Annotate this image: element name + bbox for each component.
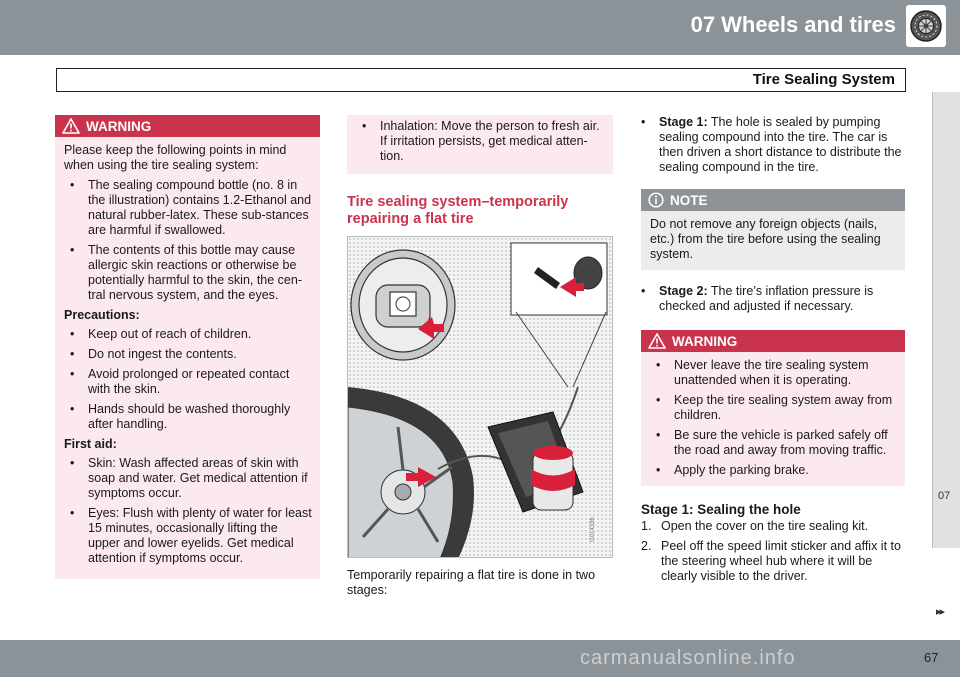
first-aid-label: First aid:: [64, 437, 117, 451]
warning-label-2: WARNING: [672, 333, 738, 349]
next-page-arrows-icon: ▸▸: [936, 606, 945, 618]
list-item: 1. Open the cover on the tire sealing kit…: [641, 519, 905, 534]
tire-repair-drawing: G014336: [348, 242, 608, 557]
step-number: 1.: [641, 519, 652, 533]
warning-intro: Please keep the following points in mind…: [64, 143, 287, 172]
tire-repair-illustration: G014336: [347, 236, 613, 558]
arrow-icon: [560, 277, 584, 297]
info-circle-icon: [648, 192, 664, 208]
note-text: Do not remove any foreign objects (nails…: [650, 217, 881, 261]
warning-triangle-icon: [648, 333, 666, 349]
figure-code: G014336: [590, 517, 596, 542]
middle-column: Inhalation: Move the person to fresh air…: [347, 115, 613, 598]
side-tab-chapter-number: 07: [938, 490, 951, 502]
step-text: Peel off the speed limit sticker and aff…: [661, 539, 901, 583]
arrow-icon: [418, 317, 444, 339]
left-column: WARNING Please keep the following points…: [55, 115, 320, 579]
inhalation-list: Inhalation: Move the person to fresh air…: [356, 119, 605, 164]
stage-1-label: Stage 1:: [659, 115, 708, 129]
list-item: Inhalation: Move the person to fresh air…: [356, 119, 605, 164]
list-item: The sealing compound bottle (no. 8 in th…: [64, 178, 312, 238]
section-heading: Tire sealing system–temporarily repairin…: [347, 194, 569, 227]
warning-body: Please keep the following points in mind…: [55, 137, 320, 579]
list-item: 2. Peel off the speed limit sticker and a…: [641, 539, 905, 584]
tire-icon: [906, 5, 946, 47]
steps-list: 1. Open the cover on the tire sealing kit…: [641, 519, 905, 584]
list-item: Keep out of reach of children.: [64, 327, 312, 342]
right-column: Stage 1: The hole is sealed by pumping s…: [641, 115, 905, 589]
first-aid-list: Skin: Wash affected areas of skin with s…: [64, 456, 312, 566]
stage-2-item: Stage 2: The tire’s inflation pressure i…: [641, 284, 905, 314]
step-number: 2.: [641, 539, 652, 553]
footer-band: [0, 640, 960, 677]
list-item: The contents of this bottle may cause al…: [64, 243, 312, 303]
arrow-icon: [406, 467, 436, 487]
list-item: Do not ingest the contents.: [64, 347, 312, 362]
warning-continuation: Inhalation: Move the person to fresh air…: [347, 115, 613, 174]
warning-label: WARNING: [86, 118, 152, 134]
chapter-side-tab: [932, 92, 960, 548]
warning-header-2: WARNING: [641, 330, 905, 352]
list-item: Keep the tire sealing system away from c…: [650, 393, 897, 423]
chapter-title: 07 Wheels and tires: [690, 12, 896, 37]
list-item: Skin: Wash affected areas of skin with s…: [64, 456, 312, 501]
note-header: NOTE: [641, 189, 905, 211]
warning-header: WARNING: [55, 115, 320, 137]
two-stages-caption: Temporarily repairing a flat tire is don…: [347, 568, 596, 597]
step-text: Open the cover on the tire sealing kit.: [661, 519, 869, 533]
stage-1-subheading: Stage 1: Sealing the hole: [641, 502, 801, 517]
section-bar: Tire Sealing System: [56, 68, 906, 92]
warning-body-2: Never leave the tire sealing system unat…: [641, 352, 905, 486]
warning-bullets: The sealing compound bottle (no. 8 in th…: [64, 178, 312, 303]
warning-list-2: Never leave the tire sealing system unat…: [650, 358, 897, 478]
stage-2-label: Stage 2:: [659, 284, 708, 298]
list-item: Eyes: Flush with plenty of water for lea…: [64, 506, 312, 566]
list-item: Be sure the vehicle is parked safely off…: [650, 428, 897, 458]
stage-2-text: The tire’s inflation pressure is checked…: [659, 284, 874, 313]
stage-1-text: The hole is sealed by pumping sealing co…: [659, 115, 902, 174]
stage-1-item: Stage 1: The hole is sealed by pumping s…: [641, 115, 905, 175]
precautions-label: Precautions:: [64, 308, 140, 322]
watermark: carmanualsonline.info: [580, 647, 796, 669]
section-title: Tire Sealing System: [752, 71, 895, 88]
page-number: 67: [924, 650, 939, 665]
warning-triangle-icon: [62, 118, 80, 134]
precautions-list: Keep out of reach of children. Do not in…: [64, 327, 312, 432]
list-item: Never leave the tire sealing system unat…: [650, 358, 897, 388]
list-item: Hands should be washed thoroughly after …: [64, 402, 312, 432]
list-item: Avoid prolonged or repeated contact with…: [64, 367, 312, 397]
note-body: Do not remove any foreign objects (nails…: [641, 211, 905, 270]
list-item: Apply the parking brake.: [650, 463, 897, 478]
header-band: [0, 0, 960, 55]
note-label: NOTE: [670, 192, 708, 208]
